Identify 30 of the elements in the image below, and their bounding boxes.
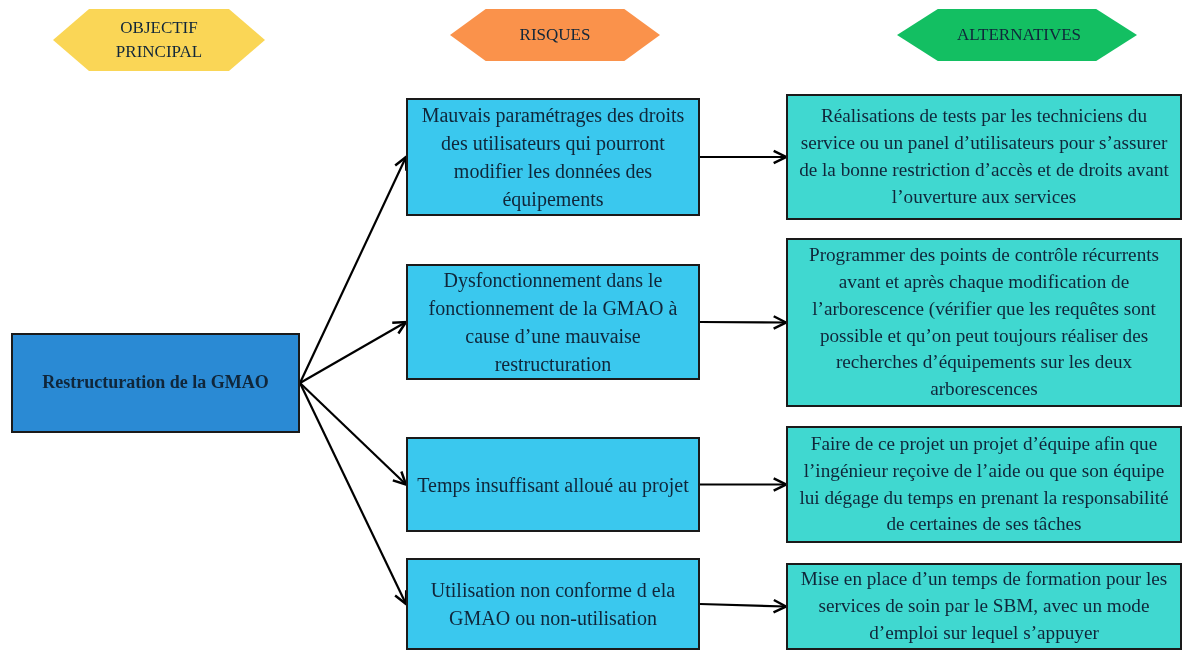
arrow [299,382,408,486]
arrow [699,598,788,614]
alternative-box [786,94,1182,220]
box-text: Programmer des points de contrôle récurrents avant et après chaque modification de l’arborescence (vérifier que les requêtes sont possible et qu’on peut toujours réaliser des recherches d’équipements sur les deux arborescences [807,242,1161,402]
arrow [700,315,788,330]
alternative-box [786,563,1182,650]
header-hexagon [450,9,660,61]
box-text: Réalisations de tests par les techniciens du service ou un panel d’utilisateurs pour s’assurer de la bonne restriction d’accès et de droits avant l’ouverture aux services [798,104,1170,209]
risk-box [406,264,700,380]
objective-box [11,333,300,433]
box-text: Utilisation non conforme d ela GMAO ou non-utilisation [429,578,677,631]
box-text: Temps insuffisant alloué au projet [416,472,690,499]
risk-box [406,98,700,216]
arrow [700,477,788,492]
box-text: Mauvais paramétrages des droits des utilisateurs qui pourront modifier les données des équipements [420,103,686,213]
arrow [299,155,408,384]
box-text: Restructuration de la GMAO [41,371,270,395]
risk-box [406,558,700,650]
column-heading: OBJECTIF PRINCIPAL [114,17,204,63]
box-text: Mise en place d’un temps de formation pour les services de soin par le SBM, avec un mode d’emploi sur lequel s’appuyer [799,567,1169,645]
box-text: Faire de ce projet un projet d’équipe afin que l’ingénieur reçoive de l’aide ou que son équipe lui dégage du temps en prenant la responsabilité de certaines de ses tâches [798,431,1170,537]
risk-box [406,437,700,532]
column-heading: ALTERNATIVES [956,24,1083,47]
box-text: Dysfonctionnement dans le fonctionnement de la GMAO à cause d’une mauvaise restructuration [427,268,679,377]
column-heading: RISQUES [518,24,592,47]
alternative-box [786,238,1182,407]
arrow [299,320,408,384]
arrow [700,149,788,165]
header-hexagon [897,9,1137,61]
header-hexagon [53,9,265,71]
